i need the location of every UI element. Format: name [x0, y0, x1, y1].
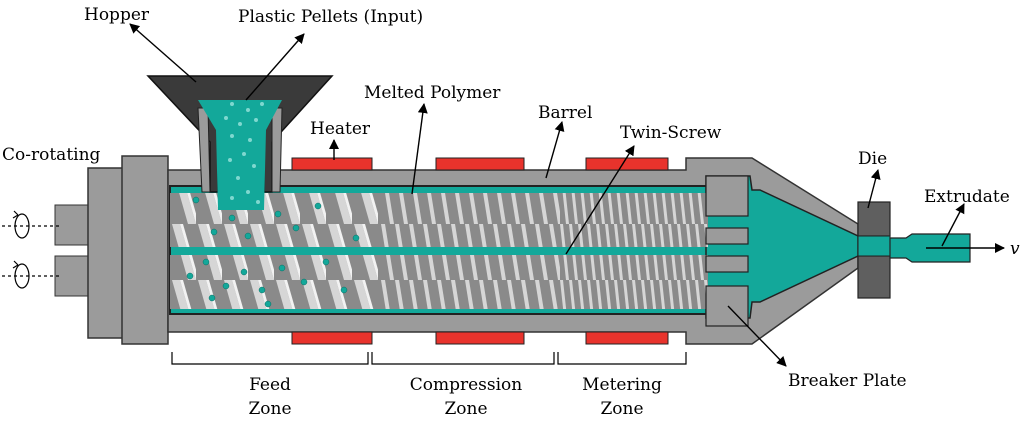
- pellet-dot: [244, 232, 252, 240]
- hopper-leader: [129, 23, 197, 83]
- feed-zone-bracket: [171, 352, 369, 365]
- melted-polymer-label: Melted Polymer: [364, 83, 501, 103]
- breaker-plate-slot-1: [705, 227, 749, 245]
- pellet-dot: [238, 122, 242, 126]
- heater-bottom-3: [585, 331, 669, 345]
- drive-shaft-bottom: [54, 255, 91, 297]
- pellet-dot: [186, 272, 194, 280]
- hopper-polymer-fill: [198, 100, 282, 210]
- pellet-dot: [258, 286, 266, 294]
- breaker-plate-top: [705, 175, 749, 217]
- pellet-dots: [186, 196, 360, 308]
- drive-shaft-top: [54, 204, 91, 246]
- pellet-dot: [246, 190, 250, 194]
- pellet-dot: [322, 258, 330, 266]
- pellet-dot: [224, 116, 228, 120]
- compression-zone-bracket: [371, 352, 555, 365]
- die-block-top: [857, 201, 891, 237]
- heaters: [291, 157, 669, 345]
- pellet-dot: [222, 282, 230, 290]
- heater-top-3: [585, 157, 669, 171]
- heater-top-1: [291, 157, 373, 171]
- pellet-dot: [260, 102, 264, 106]
- screw-bottom-compression: [380, 255, 560, 309]
- heater-top-2: [435, 157, 525, 171]
- twin-screw: [170, 193, 708, 309]
- heater-bottom-2: [435, 331, 525, 345]
- breaker-plate-label: Breaker Plate: [788, 371, 907, 391]
- flange: [121, 155, 169, 345]
- screw-top-compression: [380, 193, 560, 247]
- pellet-dot: [230, 134, 234, 138]
- pellet-dot: [242, 152, 246, 156]
- pellet-dot: [202, 258, 210, 266]
- rotation-indicator-top: [2, 210, 60, 239]
- pellet-dot: [292, 224, 300, 232]
- feed-zone-line1: Feed: [249, 375, 291, 395]
- velocity-label: v: [1010, 239, 1020, 259]
- screw-top-feed: [170, 193, 380, 247]
- extrudate-leader: [941, 203, 965, 247]
- metering-zone-bracket: [557, 352, 687, 365]
- rotation-indicator-bottom: [2, 260, 60, 289]
- pellet-dot: [230, 102, 234, 106]
- die-channel: [857, 235, 891, 257]
- pellet-dot: [228, 158, 232, 162]
- extrudate-label: Extrudate: [924, 187, 1010, 207]
- breaker-plate-leader: [727, 305, 787, 367]
- pellets-label: Plastic Pellets (Input): [238, 7, 423, 27]
- pellet-dot: [252, 164, 256, 168]
- pellet-dot: [256, 200, 260, 204]
- die-leader: [867, 169, 881, 209]
- melted-polymer-leader: [411, 103, 428, 195]
- pellet-dot: [278, 264, 286, 272]
- screw-top-metering: [560, 193, 708, 247]
- heater-bottom-1: [291, 331, 373, 345]
- pellet-dot: [228, 214, 236, 222]
- breaker-plate: [705, 175, 749, 327]
- barrel-leader: [545, 121, 565, 179]
- twin-screw-label: Twin-Screw: [620, 123, 722, 143]
- pellet-dot: [300, 278, 308, 286]
- metering-zone-line1: Metering: [582, 375, 662, 395]
- die-label: Die: [858, 149, 887, 169]
- pellet-dot: [254, 118, 258, 122]
- compression-zone-line1: Compression: [410, 375, 523, 395]
- hopper-pellets: [224, 102, 264, 204]
- heater-label: Heater: [310, 119, 371, 139]
- pellets-leader: [245, 33, 305, 101]
- metering-zone-line2: Zone: [600, 399, 643, 419]
- breaker-plate-slot-2: [705, 255, 749, 273]
- pellet-dot: [340, 286, 348, 294]
- co-rotating-label: Co-rotating: [2, 145, 101, 165]
- die-block-bottom: [857, 255, 891, 299]
- pellet-dot: [248, 138, 252, 142]
- screw-bottom-feed: [170, 255, 380, 309]
- gearbox-housing: [87, 167, 125, 339]
- pellet-dot: [192, 196, 200, 204]
- pellet-dot: [264, 300, 272, 308]
- pellet-dot: [240, 268, 248, 276]
- pellet-dot: [352, 234, 360, 242]
- barrel-label: Barrel: [538, 103, 592, 123]
- pellet-dot: [210, 228, 218, 236]
- hopper-label: Hopper: [84, 5, 150, 25]
- pellet-dot: [274, 210, 282, 218]
- feed-zone-line2: Zone: [248, 399, 291, 419]
- pellet-dot: [314, 202, 322, 210]
- breaker-plate-bottom: [705, 285, 749, 327]
- screw-bottom-metering: [560, 255, 708, 309]
- pellet-dot: [246, 108, 250, 112]
- twin-screw-leader: [565, 145, 635, 255]
- compression-zone-line2: Zone: [444, 399, 487, 419]
- pellet-dot: [230, 196, 234, 200]
- pellet-dot: [236, 176, 240, 180]
- pellet-dot: [208, 294, 216, 302]
